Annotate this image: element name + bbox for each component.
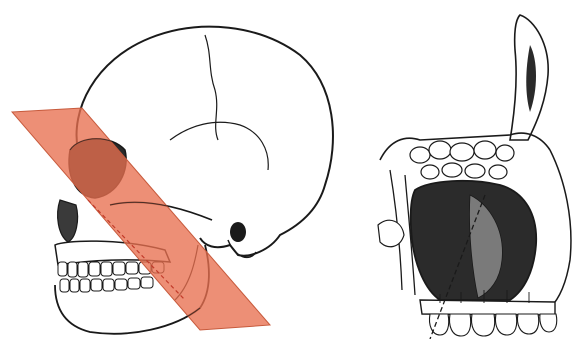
skull-illustration <box>0 0 340 339</box>
lower-teeth <box>60 277 153 292</box>
zygomatic-outline <box>550 150 571 308</box>
upper-teeth-section <box>429 314 556 336</box>
nasal-aperture <box>58 200 78 242</box>
coronal-suture <box>205 35 218 140</box>
oblique-section-plane <box>12 108 270 330</box>
squamosal-suture <box>170 122 268 170</box>
sinus-illustration <box>360 0 578 339</box>
sinus-section-panel <box>360 0 578 339</box>
external-auditory-meatus <box>230 222 246 242</box>
ethmoid-air-cells <box>410 141 514 179</box>
skull-panel <box>0 0 340 339</box>
inferior-turbinate <box>378 220 404 246</box>
